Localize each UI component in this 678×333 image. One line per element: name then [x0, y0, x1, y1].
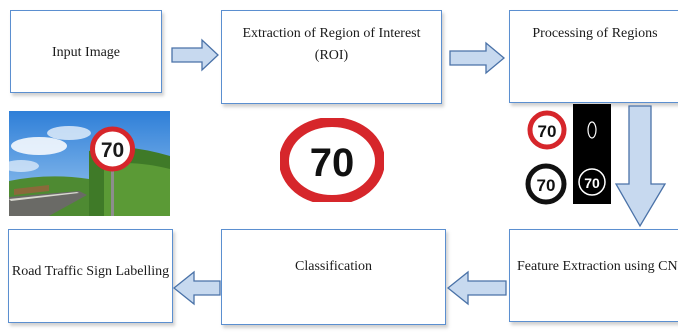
roi-sign-number: 70	[310, 141, 355, 185]
arrow-feature-to-classification	[446, 270, 507, 306]
processing-box: Processing of Regions	[509, 10, 678, 103]
classification-label: Classification	[295, 259, 372, 274]
input-road-photo: 70	[9, 111, 170, 216]
labelling-label: Road Traffic Sign Labelling	[11, 264, 170, 279]
processed-binary-sign: 70	[573, 104, 611, 204]
roi-extraction-label: Extraction of Region of Interest (ROI)	[222, 25, 441, 65]
processing-label: Processing of Regions	[532, 26, 658, 41]
processed-color-sign: 70	[527, 110, 567, 150]
labelling-box: Road Traffic Sign Labelling	[8, 229, 173, 323]
classification-box: Classification	[221, 229, 446, 325]
input-image-box: Input Image	[10, 10, 162, 93]
arrow-input-to-roi	[171, 38, 219, 72]
photo-sign-number: 70	[101, 139, 124, 162]
feature-extraction-label: Feature Extraction using CNN	[517, 259, 678, 274]
arrow-processing-to-feature	[614, 105, 667, 228]
arrow-roi-to-processing	[449, 41, 506, 75]
roi-label-line2: (ROI)	[314, 48, 349, 63]
processed-gray-sign-number: 70	[537, 176, 556, 195]
arrow-classification-to-labelling	[172, 270, 221, 306]
processed-binary-sign-number: 70	[584, 175, 600, 191]
feature-extraction-box: Feature Extraction using CNN	[509, 229, 678, 322]
processed-color-sign-number: 70	[538, 122, 557, 141]
processed-gray-sign: 70	[525, 163, 567, 205]
input-image-label: Input Image	[51, 45, 121, 60]
roi-sign-image: 70	[280, 118, 384, 202]
roi-extraction-box: Extraction of Region of Interest (ROI)	[221, 10, 442, 104]
roi-label-line1: Extraction of Region of Interest	[242, 26, 421, 41]
